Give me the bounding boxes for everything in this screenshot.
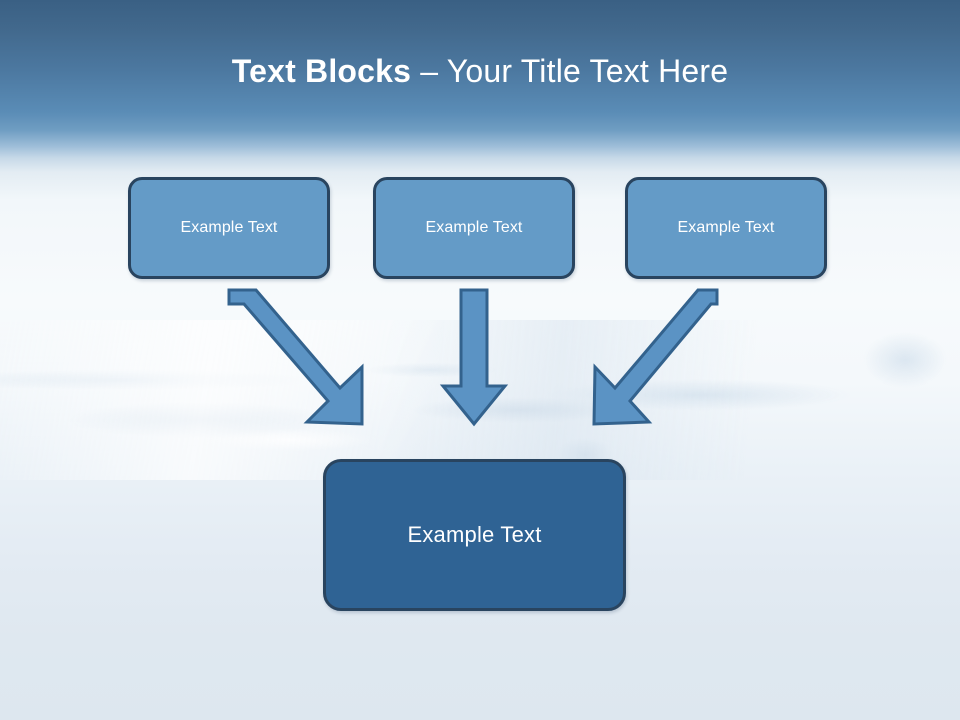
page-title-strong: Text Blocks (231, 53, 412, 89)
page-title-rest: – Your Title Text Here (411, 53, 729, 89)
text-block-2[interactable]: Example Text (373, 177, 575, 279)
text-block-1[interactable]: Example Text (128, 177, 330, 279)
text-block-3-label: Example Text (677, 219, 775, 236)
text-block-2-label: Example Text (425, 219, 523, 236)
text-block-result[interactable]: Example Text (323, 459, 626, 611)
page-title: Text Blocks – Your Title Text Here (0, 50, 960, 92)
text-block-1-label: Example Text (180, 219, 278, 236)
text-block-result-label: Example Text (407, 522, 542, 547)
text-block-3[interactable]: Example Text (625, 177, 827, 279)
